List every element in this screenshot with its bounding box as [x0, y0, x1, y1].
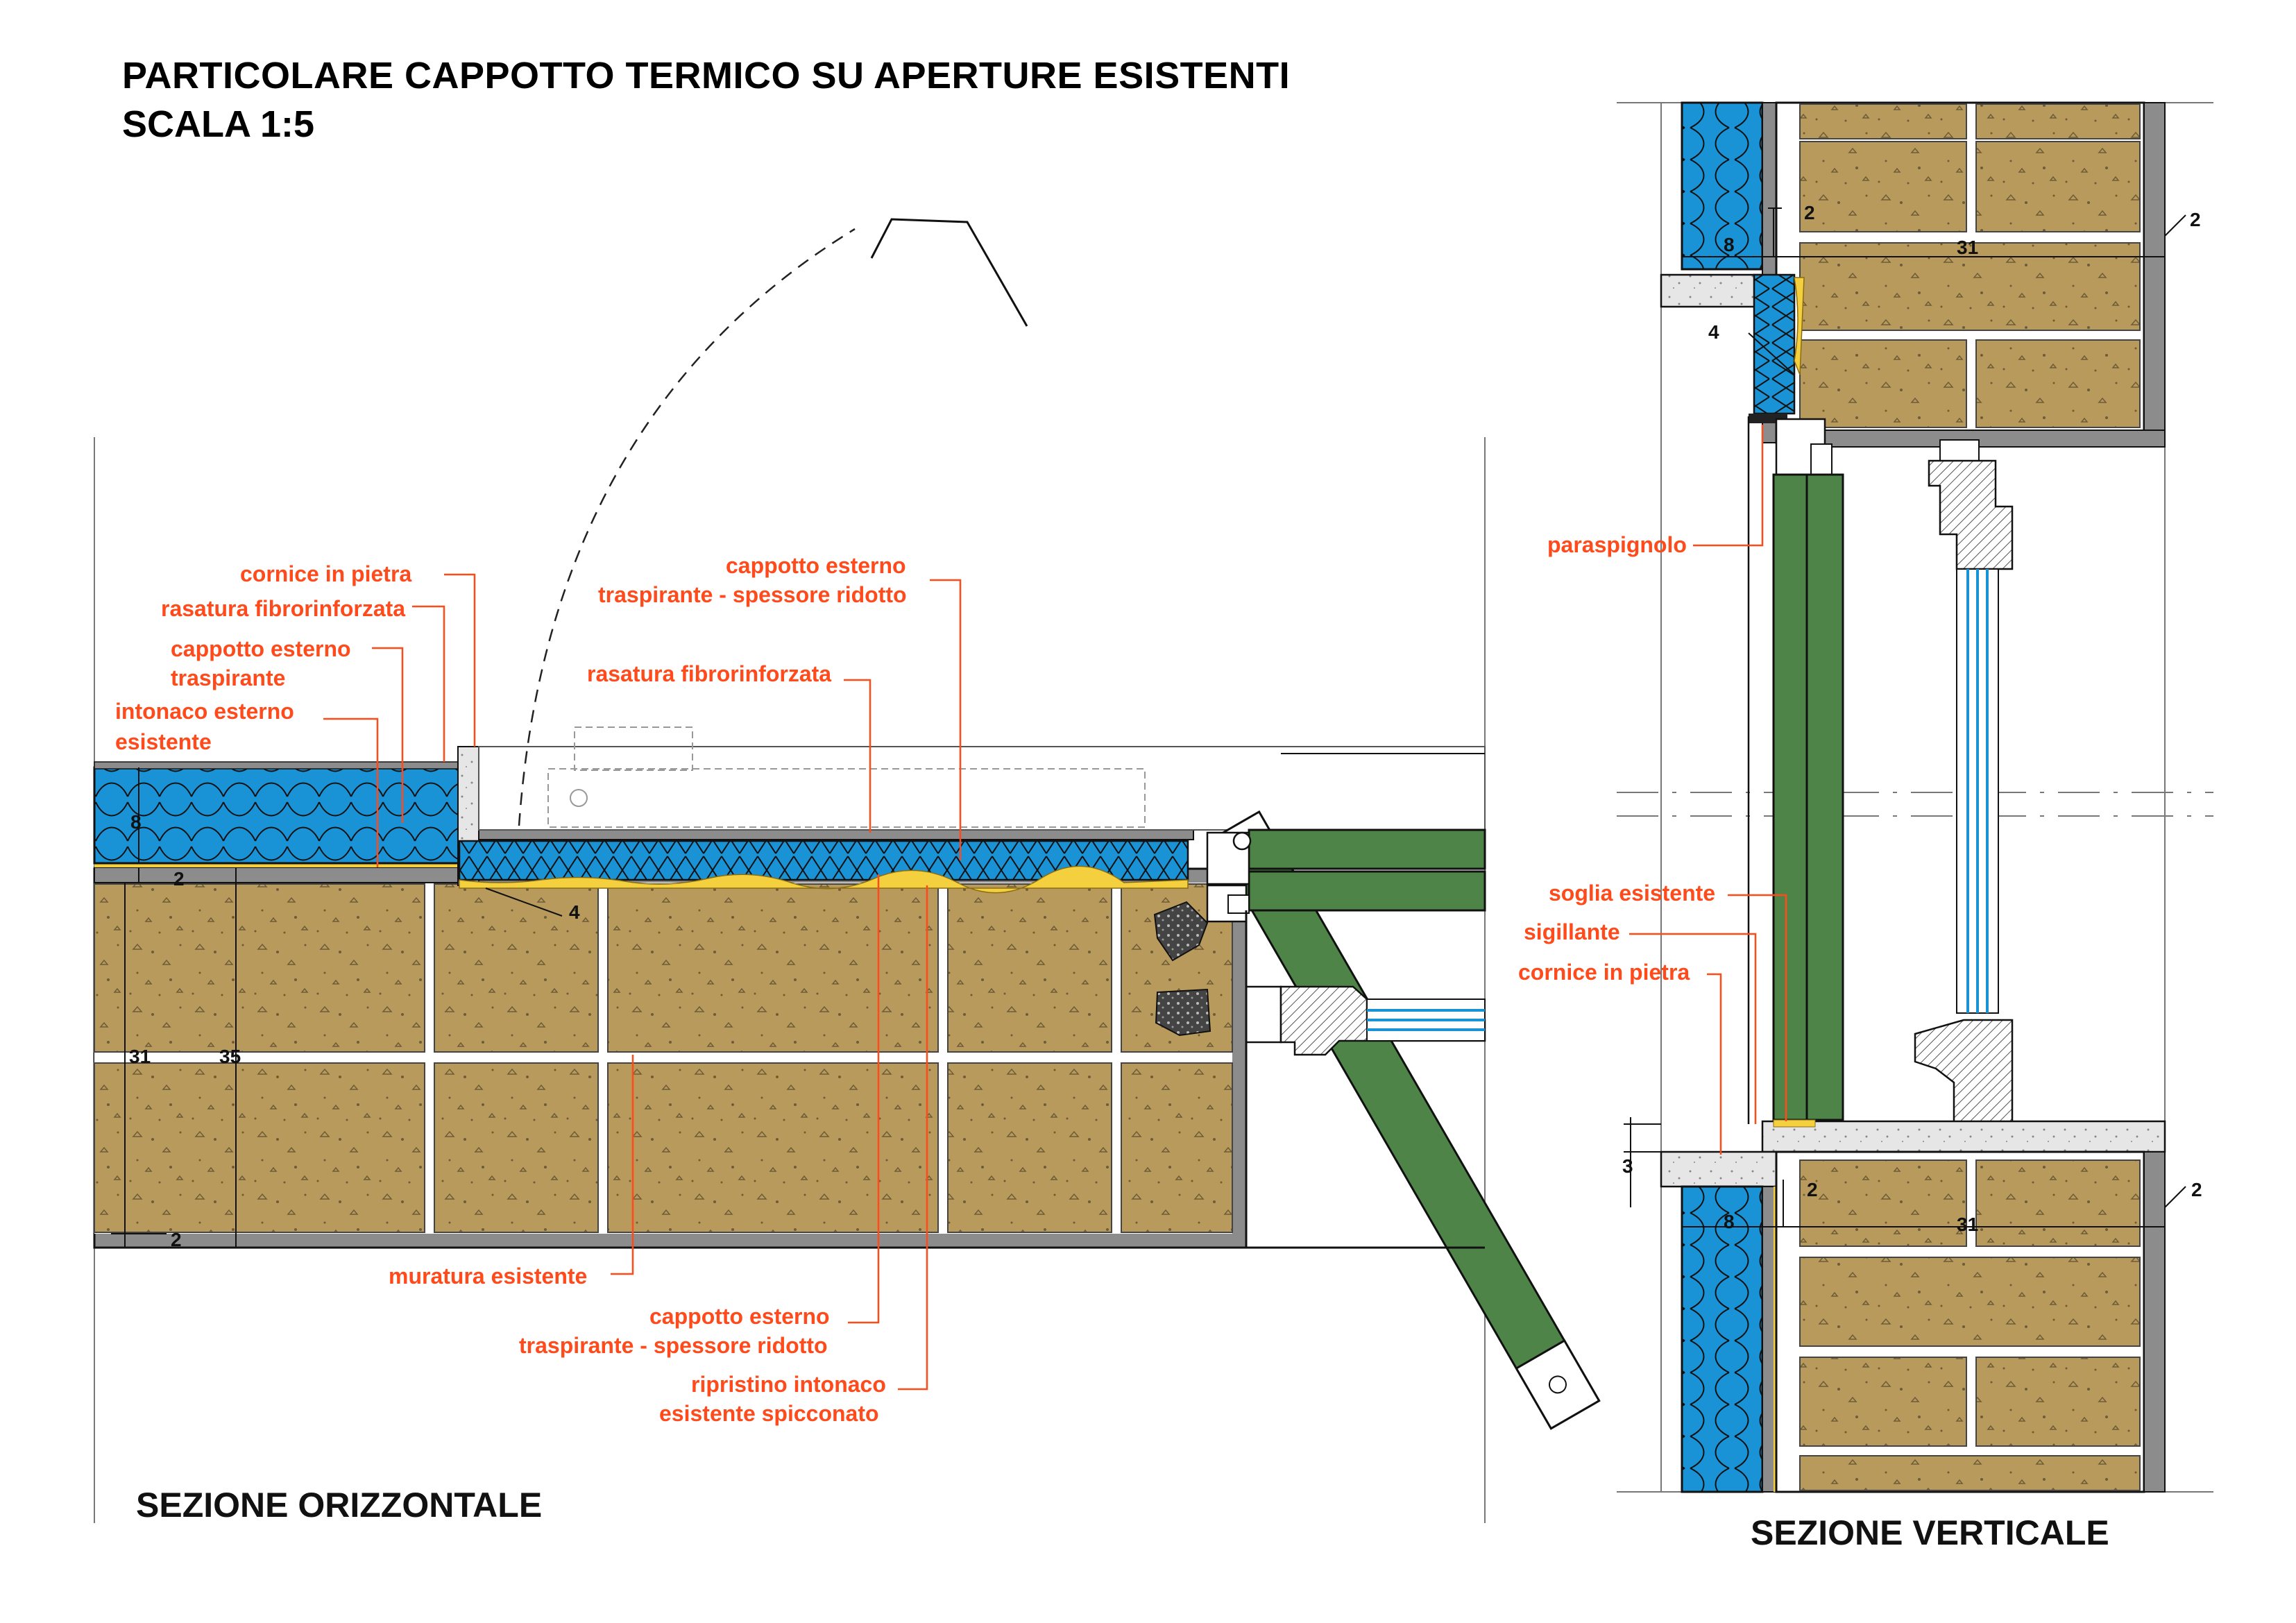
hinge-pin-detail	[1227, 894, 1250, 914]
dimension-lines	[111, 767, 563, 1248]
dim-ins-top: 8	[1724, 234, 1735, 255]
label-cappotto-2: traspirante	[171, 665, 285, 690]
dim-plaster-top: 2	[173, 868, 185, 890]
label-cappotto-1: cappotto esterno	[171, 636, 351, 661]
dim-wall: 31	[129, 1046, 151, 1067]
brick	[434, 1062, 599, 1233]
shutter-leaf-closed	[1248, 829, 1486, 870]
dim-top-a: 2	[1804, 202, 1815, 223]
label-intonaco-1: intonaco esterno	[115, 699, 294, 724]
drawing-scale: SCALA 1:5	[122, 103, 315, 145]
dim-thin: 4	[1708, 321, 1719, 343]
horizontal-section: 8 2 4 31 35 2 cornice in pietra rasatura…	[93, 218, 1601, 1523]
leader-lines	[323, 573, 962, 1391]
label-intonaco-2: esistente	[115, 729, 212, 754]
frame-block	[1939, 439, 1980, 461]
label-sigillante: sigillante	[1524, 919, 1620, 944]
window-frame-bottom	[1914, 1019, 2014, 1125]
hinge-ghost	[547, 768, 1146, 828]
dim-total: 35	[219, 1046, 241, 1067]
dim-wall-bot: 31	[1957, 1214, 1978, 1235]
rubble-fill	[1153, 901, 1209, 962]
plaster-layer	[2143, 1151, 2166, 1493]
brick	[1799, 1357, 1967, 1447]
opening-arc	[518, 228, 856, 826]
hinge-bracket	[870, 218, 1028, 327]
brick	[94, 883, 425, 1053]
section-title-horizontal: SEZIONE ORIZZONTALE	[136, 1486, 543, 1524]
brick	[947, 883, 1112, 1053]
existing-sill	[1761, 1120, 2166, 1153]
shutter-vertical	[1772, 473, 1844, 1121]
label-soglia: soglia esistente	[1549, 881, 1715, 906]
dim-bot-b: 2	[2191, 1179, 2202, 1200]
dimension-lines	[1624, 207, 2186, 1242]
brick	[1975, 339, 2141, 428]
label-rasatura-2: rasatura fibrorinforzata	[587, 661, 831, 686]
label-cappotto-rid-bot-2: traspirante - spessore ridotto	[519, 1333, 828, 1358]
brick	[1975, 103, 2141, 139]
vertical-section: 8 2 2 31 4 3 2 2 8 31 paraspignolo sogli…	[1518, 101, 2213, 1493]
plaster-layer	[2143, 102, 2166, 443]
brick	[1799, 141, 1967, 232]
dim-bot-a: 2	[1807, 1179, 1818, 1200]
brick	[1121, 1062, 1233, 1233]
section-title-vertical: SEZIONE VERTICALE	[1751, 1513, 2109, 1552]
shutter-leaf-closed	[1248, 870, 1486, 912]
hinge-ghost	[574, 726, 693, 771]
brick	[94, 1062, 425, 1233]
label-cornice-v: cornice in pietra	[1518, 960, 1690, 985]
thermal-insulation	[1681, 101, 1764, 271]
reinforced-skim	[94, 761, 460, 770]
label-cappotto-rid-top-1: cappotto esterno	[726, 553, 906, 578]
glue-line	[94, 863, 459, 867]
brick	[1799, 1455, 2141, 1491]
label-ripristino-1: ripristino intonaco	[691, 1372, 886, 1397]
sealant	[1773, 1119, 1816, 1128]
brick	[607, 1062, 939, 1233]
drawing-title: PARTICOLARE CAPPOTTO TERMICO SU APERTURE…	[122, 55, 1291, 96]
brick	[607, 883, 939, 1053]
dim-plaster-bot: 2	[171, 1229, 182, 1250]
brick	[1975, 141, 2141, 232]
label-cornice: cornice in pietra	[240, 561, 411, 586]
existing-plaster	[94, 867, 460, 883]
label-paraspignolo: paraspignolo	[1547, 532, 1687, 557]
dim-thin: 4	[569, 901, 580, 923]
glue-line	[1794, 277, 1805, 375]
hinge-pin	[1232, 831, 1252, 851]
brick	[1799, 339, 1967, 428]
dim-wall-top: 31	[1957, 237, 1978, 258]
brick	[947, 1062, 1112, 1233]
sill-outline	[478, 746, 1486, 831]
leader-lines	[1629, 425, 1787, 1155]
rubble-fill	[1155, 988, 1211, 1037]
brick	[434, 883, 599, 1053]
glue-line-thin	[459, 865, 1189, 894]
hinge-pin-ghost	[570, 789, 588, 807]
brick	[1799, 103, 1967, 139]
brick	[1975, 1159, 2141, 1247]
label-ripristino-2: esistente spicconato	[659, 1401, 879, 1426]
reveal-plaster	[457, 829, 1194, 840]
dim-insulation: 8	[130, 811, 142, 833]
label-cappotto-rid-bot-1: cappotto esterno	[649, 1304, 830, 1329]
brick	[1799, 1257, 2141, 1347]
brick	[1799, 1159, 1967, 1247]
dim-top-b: 2	[2190, 209, 2201, 230]
window-frame-top	[1928, 459, 2014, 570]
stone-frame	[1660, 273, 1762, 308]
label-cappotto-rid-top-2: traspirante - spessore ridotto	[598, 582, 907, 607]
thermal-insulation	[93, 766, 461, 865]
label-rasatura: rasatura fibrorinforzata	[161, 596, 405, 621]
dim-sill: 3	[1622, 1155, 1633, 1177]
window-frame	[1245, 985, 1282, 1044]
label-muratura: muratura esistente	[389, 1264, 587, 1289]
brick	[1975, 1357, 2141, 1447]
thermal-insulation	[1681, 1185, 1764, 1493]
dim-ins-bot: 8	[1724, 1211, 1735, 1232]
